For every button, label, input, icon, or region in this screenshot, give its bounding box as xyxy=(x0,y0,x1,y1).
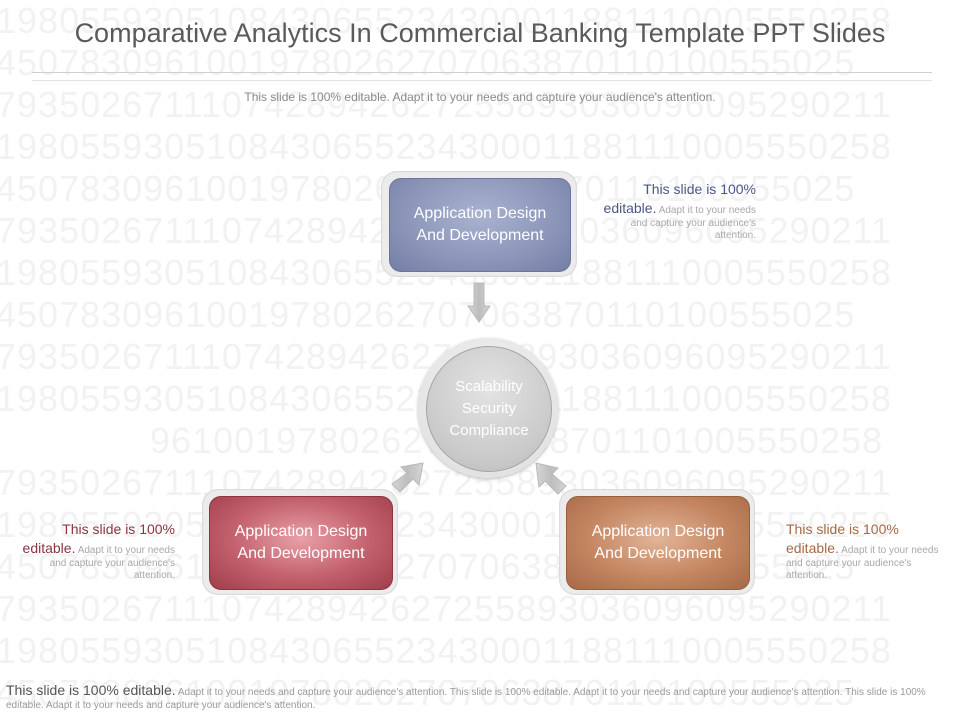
title-divider xyxy=(32,72,932,73)
bottom-left-box-label: Application Design And Development xyxy=(234,523,368,562)
top-box: Application Design And Development xyxy=(389,178,571,272)
background-digit-row: 7935026711107428942627255893036096095290… xyxy=(0,588,892,629)
footer-lead: This slide is 100% editable. xyxy=(6,682,176,698)
note-bottom-right: This slide is 100% editable. Adapt it to… xyxy=(786,520,946,582)
footer-body: Adapt it to your needs and capture your … xyxy=(6,687,926,711)
note-bottom-left-body: Adapt it to your needs and capture your … xyxy=(49,545,175,581)
note-bottom-right-lead: This slide is 100% editable. xyxy=(786,521,899,556)
background-digit-row: 4507830961001978026270706387011010055502… xyxy=(0,672,856,713)
note-bottom-right-body: Adapt it to your needs and capture your … xyxy=(786,545,939,581)
arrow-down-icon xyxy=(467,282,491,323)
page-title: Comparative Analytics In Commercial Bank… xyxy=(74,18,886,48)
bottom-left-box: Application Design And Development xyxy=(209,496,393,590)
center-line-1: Scalability xyxy=(455,378,523,395)
arrow-up-right-icon xyxy=(391,462,424,493)
note-top-right-body: Adapt it to your needs and capture your … xyxy=(630,205,756,241)
note-bottom-left-lead: This slide is 100% editable. xyxy=(22,521,175,556)
arrow-up-left-icon xyxy=(535,462,567,495)
note-bottom-left: This slide is 100% editable. Adapt it to… xyxy=(20,520,175,582)
bottom-right-box: Application Design And Development xyxy=(566,496,750,590)
bottom-right-box-label: Application Design And Development xyxy=(591,523,725,562)
center-circle: Scalability Security Compliance xyxy=(426,346,552,472)
center-line-3: Compliance xyxy=(449,422,529,439)
top-box-label: Application Design And Development xyxy=(413,205,547,244)
center-line-2: Security xyxy=(461,400,517,417)
background-digit-row: 1980559305108430655234300011881110005550… xyxy=(0,126,892,167)
background-digit-row: 7935026711107428942627255893036096095290… xyxy=(0,84,892,125)
page-subtitle: This slide is 100% editable. Adapt it to… xyxy=(244,90,716,104)
title-divider-secondary xyxy=(32,80,932,81)
background-digit-row: 4507830961001978026270706387011010055502… xyxy=(0,294,856,335)
note-top-right-lead: This slide is 100% editable. xyxy=(603,181,756,216)
note-top-right: This slide is 100% editable. Adapt it to… xyxy=(598,180,756,242)
background-digit-row: 1980559305108430655234300011881110005550… xyxy=(0,0,892,41)
background-digit-row: 4507830961001978026270706387011010055502… xyxy=(0,42,856,83)
background-digit-row: 1980559305108430655234300011881110005550… xyxy=(0,630,892,671)
footer-text: This slide is 100% editable. Adapt it to… xyxy=(6,682,956,712)
